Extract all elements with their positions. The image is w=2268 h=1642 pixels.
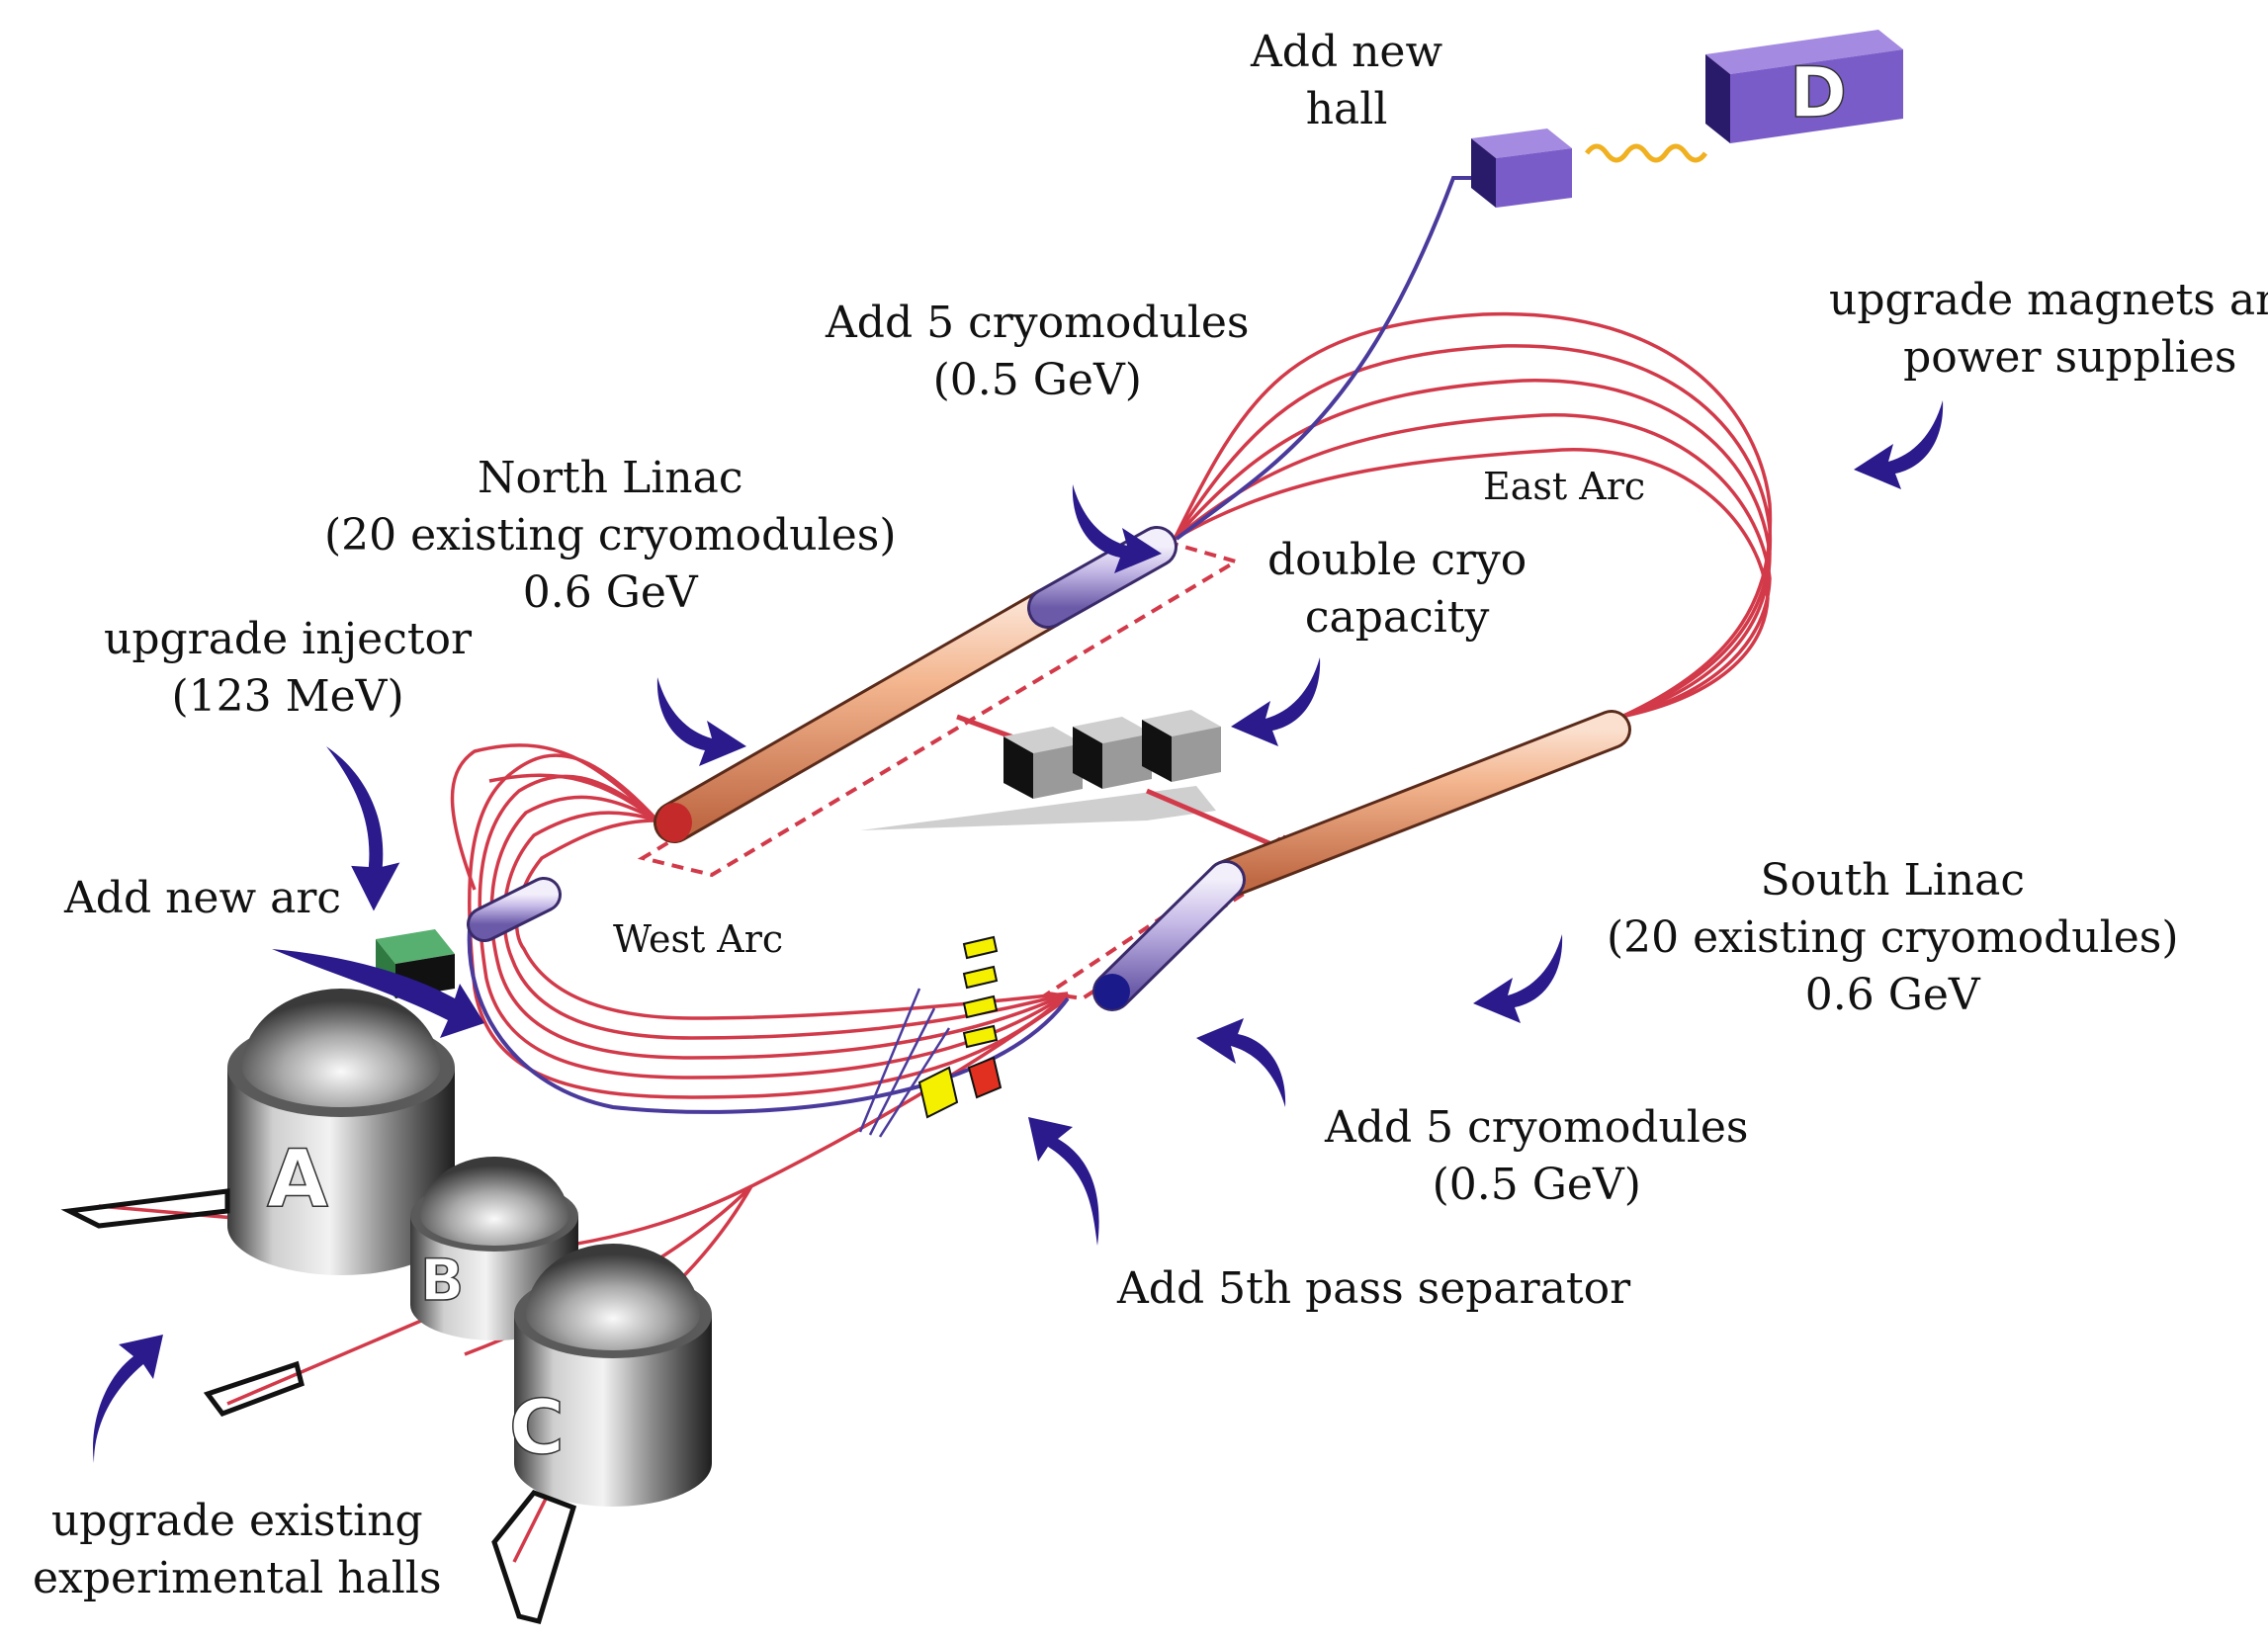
label-west-arc: West Arc	[613, 917, 784, 961]
hall-a	[60, 989, 455, 1275]
label-cryomodules-north: Add 5 cryomodules (0.5 GeV)	[826, 298, 1250, 405]
separator-magnets	[917, 935, 1003, 1119]
cryo-plant	[1003, 710, 1221, 799]
curved-arrow-icon	[1854, 400, 1944, 489]
curved-arrow-icon	[93, 1335, 163, 1463]
hall-b-letter: B	[420, 1247, 464, 1314]
hall-d-beamline	[1175, 176, 1488, 541]
hall-d-photon-line	[1584, 143, 1708, 163]
cryo-plant-shadow	[860, 786, 1216, 830]
curved-arrow-icon	[1231, 657, 1321, 746]
hall-b	[203, 1157, 578, 1417]
curved-arrow-icon	[1473, 934, 1563, 1023]
label-upgrade-magnets: upgrade magnets and power supplies	[1829, 275, 2268, 383]
hall-d-tagger	[1471, 129, 1572, 208]
curved-arrow-icon	[1072, 484, 1162, 573]
curved-arrow-icon	[656, 677, 746, 766]
label-upgrade-injector: upgrade injector (123 MeV)	[104, 614, 473, 722]
label-cryomodules-south: Add 5 cryomodules (0.5 GeV)	[1325, 1102, 1749, 1210]
label-north-linac: North Linac (20 existing cryomodules) 0.…	[324, 453, 897, 618]
label-add-new-hall: Add new hall	[1251, 27, 1443, 134]
curved-arrow-icon	[1196, 1018, 1286, 1107]
hall-c-letter: C	[509, 1383, 565, 1471]
hall-a-letter: A	[267, 1133, 328, 1225]
arrows	[93, 400, 1944, 1463]
label-separator: Add 5th pass separator	[1117, 1263, 1631, 1314]
recirculation-arcs	[450, 311, 1773, 1099]
hall-d-building	[1705, 30, 1903, 143]
label-east-arc: East Arc	[1483, 465, 1646, 508]
hall-d-letter: D	[1789, 52, 1847, 133]
label-add-new-arc: Add new arc	[64, 873, 342, 923]
label-double-cryo: double cryo capacity	[1267, 535, 1527, 643]
curved-arrow-icon	[326, 746, 400, 911]
label-south-linac: South Linac (20 existing cryomodules) 0.…	[1607, 855, 2179, 1020]
label-existing-halls: upgrade existing experimental halls	[33, 1496, 442, 1603]
south-linac	[1092, 710, 1631, 1011]
curved-arrow-icon	[1028, 1117, 1099, 1246]
curved-arrow-icon	[272, 949, 484, 1038]
separator-lines	[858, 988, 951, 1138]
hall-c	[491, 1244, 712, 1625]
